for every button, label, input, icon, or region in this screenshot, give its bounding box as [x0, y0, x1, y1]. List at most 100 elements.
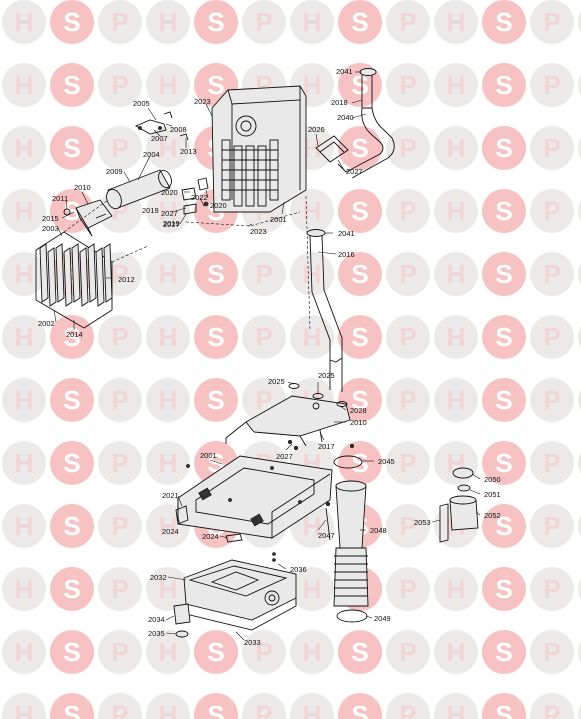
watermark-circle	[98, 126, 142, 170]
watermark-letter: P	[255, 637, 272, 667]
watermark-circle	[338, 441, 382, 485]
part-label-2014: 2014	[66, 330, 83, 339]
watermark-circle	[434, 315, 478, 359]
part-label-2053: 2053	[414, 518, 431, 527]
watermark-circle	[578, 451, 581, 475]
watermark-circle	[530, 441, 574, 485]
watermark-letter: S	[495, 70, 512, 100]
watermark-letter: P	[111, 7, 128, 37]
part-label-2019: 2019	[142, 206, 159, 215]
watermark-circle	[482, 504, 526, 548]
watermark-circle	[194, 378, 238, 422]
watermark-circle	[578, 577, 581, 601]
watermark-letter: P	[111, 133, 128, 163]
watermark-circle	[194, 693, 238, 719]
watermark-circle	[146, 441, 190, 485]
watermark-circle	[386, 378, 430, 422]
watermark-circle	[98, 315, 142, 359]
watermark-circle	[386, 0, 430, 44]
watermark-letter: H	[159, 259, 178, 289]
watermark-letter: S	[63, 574, 80, 604]
part-label-2005: 2005	[133, 99, 150, 108]
sensor-fittings	[181, 177, 209, 215]
part-label-2010: 2010	[350, 418, 367, 427]
watermark-circle	[98, 0, 142, 44]
watermark-circle	[290, 693, 334, 719]
watermark-circle	[482, 0, 526, 44]
watermark-circle	[2, 567, 46, 611]
watermark-letter: P	[543, 511, 560, 541]
burner-head	[63, 199, 113, 237]
part-label-2025: 2025	[268, 377, 285, 386]
watermark-letter: P	[399, 637, 416, 667]
part-label-2047: 2047	[318, 531, 335, 540]
watermark-letter: P	[255, 259, 272, 289]
watermark-letter: P	[543, 385, 560, 415]
watermark-circle	[386, 189, 430, 233]
watermark-circle	[482, 315, 526, 359]
watermark-circle	[194, 0, 238, 44]
part-label-2034: 2034	[148, 615, 165, 624]
part-label-2024: 2024	[202, 532, 219, 541]
watermark-letter: H	[15, 448, 34, 478]
watermark-circle	[338, 252, 382, 296]
watermark-letter: H	[159, 637, 178, 667]
watermark-circle	[194, 252, 238, 296]
watermark-letter: S	[495, 448, 512, 478]
watermark-letter: H	[15, 385, 34, 415]
part-label-2032: 2032	[150, 573, 167, 582]
watermark-letter: H	[15, 133, 34, 163]
watermark-circle	[50, 630, 94, 674]
watermark-letter: P	[111, 448, 128, 478]
part-label-2027: 2027	[346, 167, 363, 176]
watermark-letter: S	[207, 7, 224, 37]
watermark-letter: S	[207, 70, 224, 100]
watermark-letter: H	[159, 511, 178, 541]
watermark-letter: H	[15, 511, 34, 541]
watermark-circle	[50, 693, 94, 719]
watermark-circle	[146, 693, 190, 719]
watermark-circle	[578, 262, 581, 286]
watermark-letter: H	[15, 322, 34, 352]
watermark-letter: S	[351, 70, 368, 100]
watermark-letter: S	[63, 322, 80, 352]
watermark-letter: H	[159, 196, 178, 226]
watermark-circle	[290, 0, 334, 44]
part-label-2015: 2015	[42, 214, 59, 223]
part-label-2009: 2009	[106, 167, 123, 176]
part-label-2041: 2041	[338, 229, 355, 238]
alignment-line	[185, 211, 301, 227]
watermark-letter: S	[351, 322, 368, 352]
watermark-circle	[386, 441, 430, 485]
condensate-trap	[439, 467, 479, 543]
watermark-circle	[434, 0, 478, 44]
watermark-circle	[2, 252, 46, 296]
watermark-letter: S	[63, 133, 80, 163]
part-label-2021: 2021	[162, 491, 179, 500]
watermark-letter: H	[159, 70, 178, 100]
watermark-circle	[434, 693, 478, 719]
part-label-2017: 2017	[318, 442, 335, 451]
watermark-letter: H	[447, 196, 466, 226]
watermark-circle	[2, 0, 46, 44]
watermark-letter: H	[159, 448, 178, 478]
watermark-circle	[530, 630, 574, 674]
leader-lines	[53, 71, 481, 641]
watermark-circle	[2, 378, 46, 422]
condensate-sump	[173, 552, 297, 638]
part-label-2027: 2027	[276, 452, 293, 461]
watermark-letter: H	[303, 511, 322, 541]
watermark-circle	[530, 693, 574, 719]
part-label-2007: 2007	[151, 134, 168, 143]
watermark-letter: P	[111, 385, 128, 415]
watermark-circle	[578, 10, 581, 34]
watermark-letter: P	[399, 322, 416, 352]
part-label-2024: 2024	[162, 527, 179, 536]
watermark-letter: P	[543, 637, 560, 667]
watermark-circle	[530, 315, 574, 359]
watermark-letter: S	[495, 259, 512, 289]
watermark-letter: H	[159, 700, 178, 719]
watermark-circle	[146, 567, 190, 611]
watermark-letter: H	[447, 70, 466, 100]
